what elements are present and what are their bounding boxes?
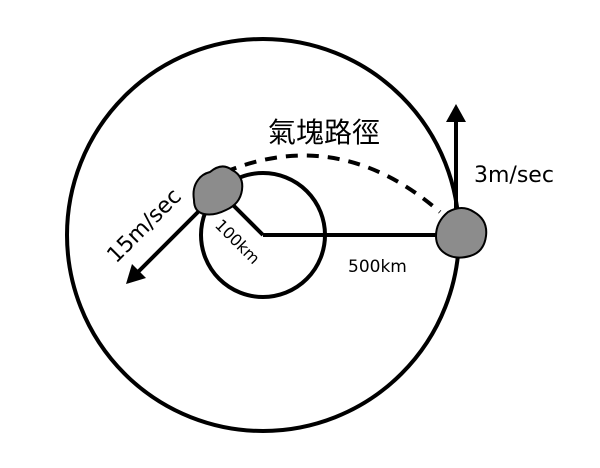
radius-outer-label: 500km xyxy=(348,257,407,277)
velocity-arrow-diagonal-head xyxy=(126,264,146,284)
radius-inner-label: 100km xyxy=(211,215,264,268)
velocity-arrow-up-head xyxy=(446,104,466,122)
velocity-arrow-diagonal xyxy=(134,210,200,276)
parcel-path-dashed xyxy=(224,153,442,214)
air-parcel-outer xyxy=(434,207,488,259)
air-parcel-inner xyxy=(192,165,244,216)
speed-inner-label: 15m/sec xyxy=(103,184,187,268)
path-title-label: 氣塊路徑 xyxy=(268,116,380,149)
speed-outer-label: 3m/sec xyxy=(474,163,554,188)
